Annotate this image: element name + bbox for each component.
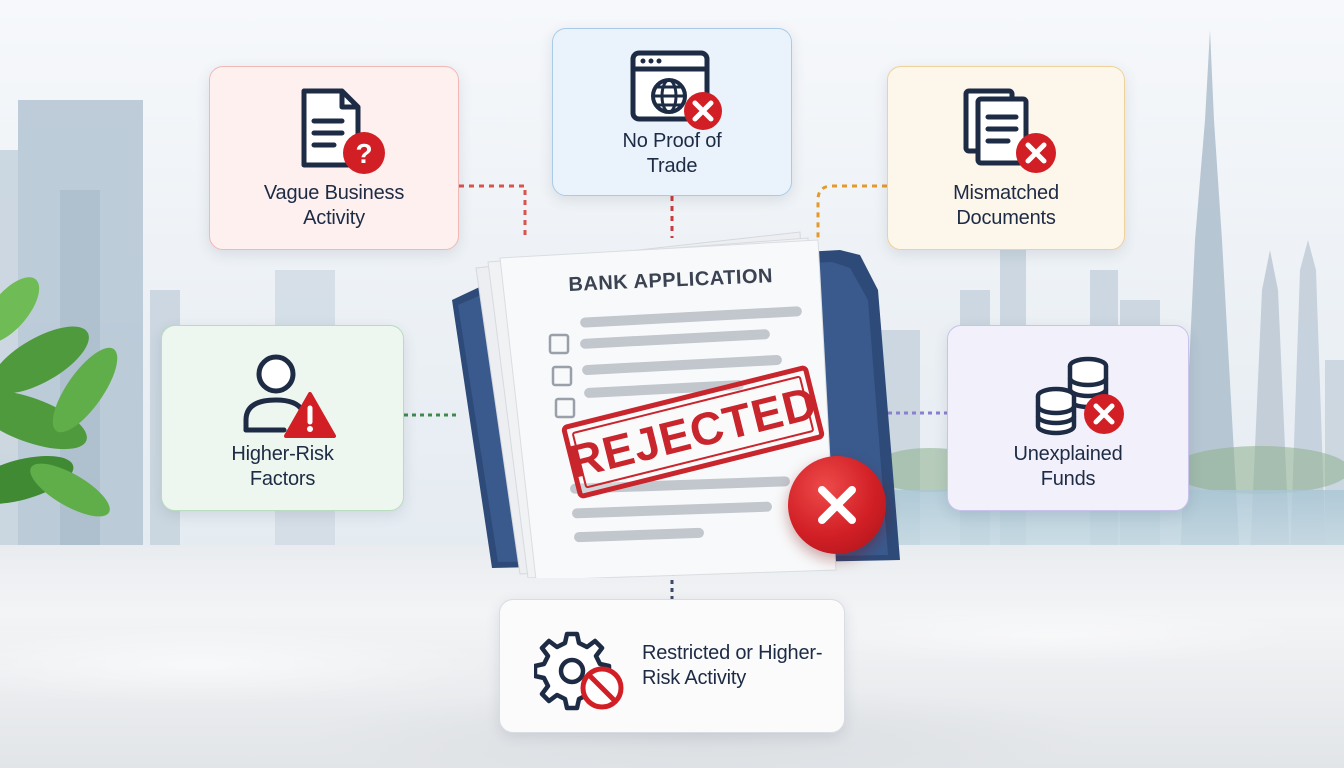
reason-card-mismatched-documents: Mismatched Documents [887,66,1125,250]
reason-label: No Proof of Trade [622,130,722,177]
gear-prohibited-icon [532,628,628,719]
reason-card-restricted-activity: Restricted or Higher-Risk Activity [499,599,845,733]
browser-globe-x-icon [629,49,729,140]
reason-card-no-proof-of-trade: No Proof of Trade [552,28,792,196]
reason-label: Vague Business Activity [263,182,405,229]
coins-x-icon [1034,352,1130,443]
reason-label: Mismatched Documents [953,182,1059,229]
reason-label: Higher-Risk Factors [231,443,334,490]
svg-text:?: ? [355,138,372,169]
documents-x-icon [962,87,1062,182]
document-question-icon: ? [298,87,388,182]
plant [0,277,118,517]
reason-card-vague-business-activity: ? Vague Business Activity [209,66,459,250]
reason-label: Restricted or Higher-Risk Activity [642,642,823,689]
reason-label: Unexplained Funds [1013,443,1123,490]
person-warning-icon [240,350,336,443]
reason-card-higher-risk-factors: Higher-Risk Factors [161,325,404,511]
reason-card-unexplained-funds: Unexplained Funds [947,325,1189,511]
x-circle-icon [788,456,886,554]
